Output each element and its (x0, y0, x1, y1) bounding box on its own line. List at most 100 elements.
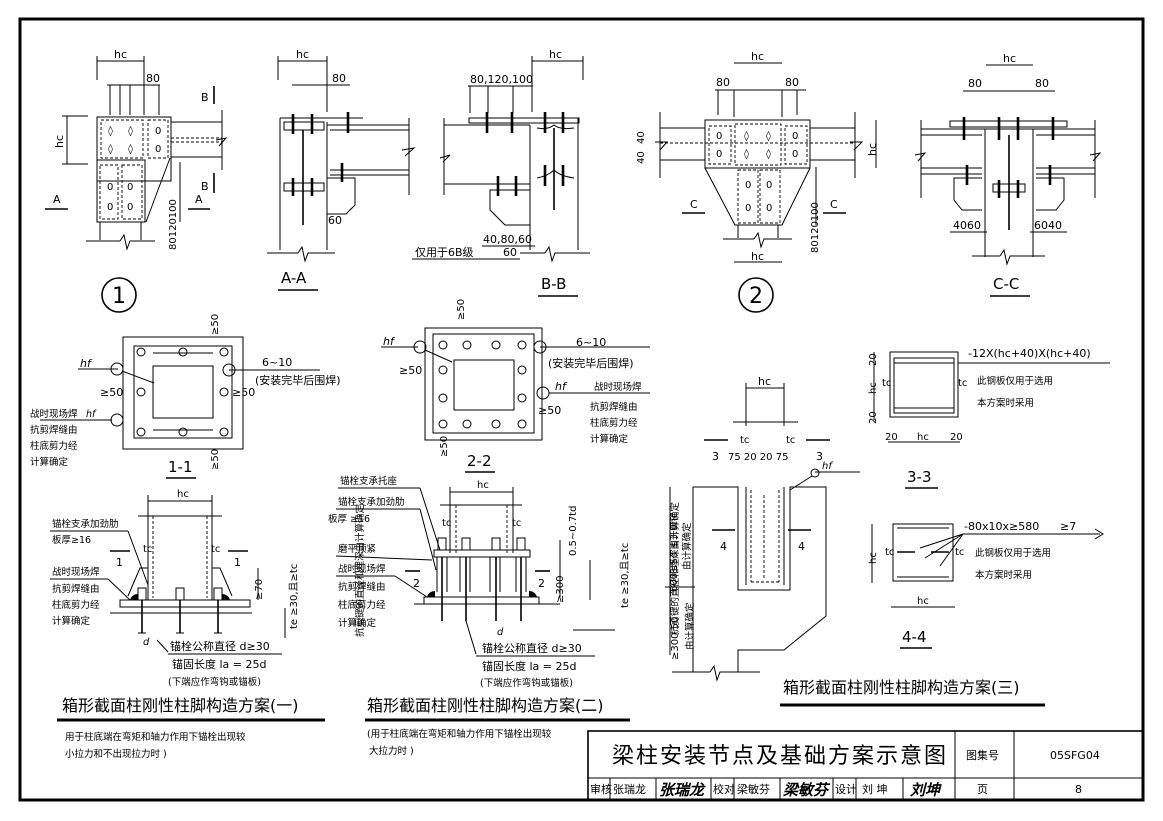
d1-hc-dim: hc (114, 48, 127, 61)
reviewer-name: 张瑞龙 (613, 782, 646, 796)
s11-hf-top: hf (80, 357, 93, 370)
cc-80-left: 80 (968, 77, 982, 90)
s1-callout-thickness: 板厚≥16 (52, 534, 91, 546)
scheme-1: hc tc tc 1 1 ≥70 te ≥30,且≥tc 抗剪键的直径和埋深由计… (50, 489, 366, 760)
scheme-2-title: 箱形截面柱刚性柱脚构造方案(二) (367, 696, 604, 715)
s22-weld-size: 6~10 (576, 336, 606, 349)
s1-anchor-length: 锚固长度 la = 25d (172, 657, 266, 671)
s3-mark4-left: 4 (720, 540, 727, 553)
svg-text:◊: ◊ (108, 143, 113, 155)
s2-te: te ≥30,且≥tc (619, 543, 631, 608)
bb-bottom-chain: 40,80,60 (483, 233, 532, 246)
cc-hc: hc (1003, 52, 1016, 65)
s1-hook-note: (下端应作弯钩或锚板) (168, 676, 261, 688)
section-4-4-label: 4-4 (902, 628, 927, 646)
section-3-3: 20 20 hc 20 hc 20 tc tc -12X(hc+40)X(hc+… (868, 347, 1110, 489)
d2-80-left: 80 (716, 76, 730, 89)
s1-callout-shear-2: 柱底剪力经 (52, 599, 100, 611)
s33-tc-l: tc (882, 378, 891, 389)
svg-text:◊: ◊ (744, 130, 749, 142)
section-1-1: ≥50 ≥50 ≥50 ≥50 hf 6~10 (安装完毕后围焊) 战时现场焊 … (30, 314, 341, 479)
scheme-1-title: 箱形截面柱刚性柱脚构造方案(一) (62, 696, 299, 715)
d1-80-dim: 80 (146, 72, 160, 85)
s1-te: te ≥30,且≥tc (288, 564, 300, 629)
s44-note-1: 此钢板仅用于选用 (975, 547, 1051, 559)
page-label: 页 (977, 783, 988, 796)
s2-vertical-note: 抗剪键的直径和埋深由计算确定 (669, 501, 681, 635)
s44-tc-r: tc (955, 547, 964, 558)
checker-signature: 梁敏芬 (782, 781, 831, 799)
s2-callout-shear-2: 柱底剪力经 (338, 599, 386, 611)
s1-vertical-note: 抗剪键的直径和埋深由计算确定 (354, 503, 366, 637)
s1-callout-weld: 战时现场焊 (52, 566, 100, 578)
s3-bottom-note: 由计算确定 (684, 602, 696, 650)
d2-mark-c-right: C (830, 198, 838, 211)
cc-right-chain: 6040 (1034, 219, 1062, 232)
s11-weld-size: 6~10 (262, 356, 292, 369)
bb-60: 60 (503, 246, 517, 259)
svg-text:◊: ◊ (744, 148, 749, 160)
s11-weld-note: (安装完毕后围焊) (255, 373, 341, 387)
d2-40a: 40 (636, 131, 647, 144)
s2-callout-thickness: 板厚 ≥16 (328, 513, 370, 525)
detail-1-label: 1 (112, 284, 126, 309)
s3-tc-right: tc (786, 435, 795, 446)
s33-tc-r: tc (958, 378, 967, 389)
svg-text:0: 0 (792, 149, 798, 160)
s11-note-2: 抗剪焊缝由 (30, 424, 78, 436)
s44-note-2: 本方案时采用 (975, 569, 1032, 581)
s11-ge50-bottom: ≥50 (210, 449, 221, 470)
s22-ge50-bottom: ≥50 (439, 436, 450, 457)
s2-d: d (497, 627, 504, 638)
s11-note-4: 计算确定 (30, 456, 69, 468)
s22-weld-note: (安装完毕后围焊) (548, 356, 634, 370)
s3-bottom: ≥300 50 (670, 617, 681, 660)
s33-hc-h: hc (917, 432, 929, 443)
s11-note-1: 战时现场焊 (30, 408, 78, 420)
section-2-2-label: 2-2 (467, 452, 492, 470)
reviewer-signature: 张瑞龙 (659, 781, 706, 799)
svg-text:0: 0 (792, 131, 798, 142)
detail-2-label: 2 (749, 284, 763, 309)
s1-mark-right: 1 (234, 556, 241, 569)
s2-anchor-length: 锚固长度 la = 25d (482, 659, 576, 673)
s3-mark3-left: 3 (712, 450, 719, 463)
s2-usage-1: (用于柱底端在弯矩和轴力作用下锚栓出现较 (367, 728, 552, 740)
atlas-number: 05SFG04 (1050, 749, 1100, 762)
s3-embed: 600≤Sd ≤3.0hc (669, 513, 680, 592)
checker-name: 梁敏芬 (737, 782, 770, 796)
atlas-label: 图集号 (966, 748, 999, 762)
drawing-title: 梁柱安装节点及基础方案示意图 (612, 744, 948, 769)
s22-hf-left: hf (383, 335, 396, 348)
s3-hc: hc (758, 375, 771, 388)
s1-tc-left: tc (143, 544, 152, 555)
s3-mark4-right: 4 (798, 540, 805, 553)
s2-callout-weld: 战时现场焊 (338, 563, 386, 575)
title-block: 梁柱安装节点及基础方案示意图 图集号 05SFG04 页 8 审核 张瑞龙 张瑞… (587, 730, 1144, 801)
s1-mark-left: 1 (116, 556, 123, 569)
design-label: 设计 (835, 783, 857, 796)
d2-hc-bottom: hc (751, 250, 764, 263)
s2-callout-shear-3: 计算确定 (338, 617, 377, 629)
d2-40b: 40 (636, 151, 647, 164)
section-1-1-label: 1-1 (168, 458, 193, 476)
bb-note: 仅用于6B级 (415, 246, 474, 259)
anchor-bolts-s1 (137, 587, 223, 634)
s3-tc-left: tc (740, 435, 749, 446)
svg-text:0: 0 (155, 144, 161, 155)
s22-ge50-right: ≥50 (538, 404, 561, 417)
d1-hc-vert: hc (53, 135, 66, 148)
svg-text:0: 0 (127, 202, 133, 213)
aa-80: 80 (332, 72, 346, 85)
designer-name: 刘 坤 (862, 782, 888, 796)
aa-60: 60 (328, 214, 342, 227)
s2-half: 0.5~0.7td (568, 506, 579, 556)
sheet-border (18, 17, 1145, 802)
s22-note-3: 柱底剪力经 (590, 417, 638, 429)
s33-note-1: 此钢板仅用于选用 (977, 375, 1053, 387)
page-number: 8 (1075, 783, 1082, 796)
s33-20-right: 20 (950, 432, 963, 443)
svg-text:0: 0 (716, 149, 722, 160)
scheme-2: hc tc tc 2 2 ≥300 0.5~0.7td te (328, 475, 681, 757)
s1-usage-1: 用于柱底端在弯矩和轴力作用下锚栓出现较 (65, 731, 246, 743)
